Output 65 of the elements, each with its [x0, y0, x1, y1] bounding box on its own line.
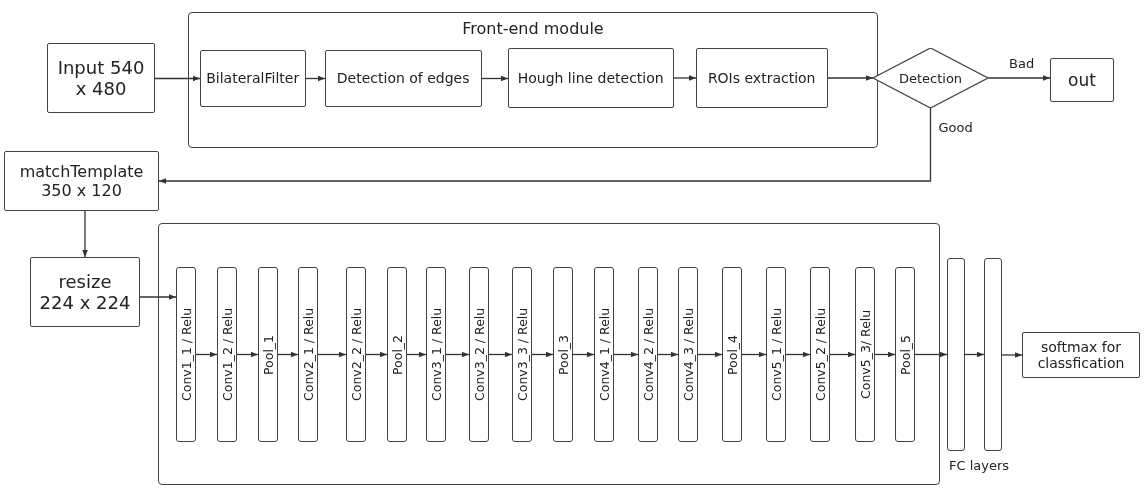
process-box: out: [1050, 58, 1114, 102]
layer-box: Conv3_1 / Relu: [425, 266, 446, 442]
process-box: Hough line detection: [507, 47, 674, 108]
process-box: softmax for classfication: [1022, 332, 1140, 378]
layer-box: Conv5_2 / Relu: [809, 266, 830, 442]
process-box: Detection of edges: [324, 49, 482, 107]
arrow: [657, 351, 679, 358]
arrow: [1001, 352, 1023, 358]
arrow: [365, 351, 388, 358]
layer-box: Conv2_2 / Relu: [345, 266, 366, 442]
arrow: [154, 75, 201, 82]
layer-box: Conv1_1 / Relu: [175, 266, 196, 442]
arrow: [158, 107, 932, 184]
layer-box: Conv5_3/ Relu: [854, 266, 875, 442]
arrow: [305, 75, 326, 82]
layer-box: Conv1_2 / Relu: [216, 266, 237, 442]
layer-box: Conv4_2 / Relu: [637, 266, 658, 442]
arrow: [914, 351, 948, 358]
group-label: FC layers: [949, 458, 1010, 473]
arrow: [829, 351, 856, 358]
layer-box: Pool_5: [894, 266, 915, 442]
layer-box: Conv2_1 / Relu: [297, 266, 318, 442]
arrow: [445, 351, 470, 358]
arrow: [987, 75, 1051, 81]
process-box: matchTemplate 350 x 120: [4, 151, 159, 211]
layer-box: Conv4_1 / Relu: [593, 266, 614, 442]
layer-box: Pool_1: [257, 266, 278, 442]
edge-label: Bad: [1007, 56, 1037, 71]
layer-box: Conv3_3 / Relu: [511, 266, 532, 442]
layer-box: Conv4_3 / Relu: [677, 266, 698, 442]
arrow: [874, 351, 896, 358]
arrow: [572, 351, 595, 358]
arrow: [697, 351, 723, 358]
arrow: [827, 75, 874, 81]
layer-box: Conv3_2 / Relu: [468, 266, 489, 442]
process-box: Input 540 x 480: [47, 43, 155, 113]
arrow: [613, 351, 639, 358]
layer-box: Pool_3: [552, 266, 573, 442]
arrow: [964, 351, 985, 358]
arrow: [277, 351, 299, 358]
arrow: [531, 351, 554, 358]
arrow: [785, 351, 811, 358]
layer-box: Conv5_1 / Relu: [765, 266, 786, 442]
layer-box: [947, 258, 965, 451]
module-box: [158, 223, 940, 485]
arrow: [236, 351, 259, 358]
arrow: [317, 351, 347, 358]
edge-label: Good: [936, 120, 975, 135]
arrow: [139, 294, 177, 300]
arrow: [488, 351, 513, 358]
arrow: [195, 351, 218, 358]
decision-diamond: Detection: [873, 48, 988, 108]
arrow: [481, 75, 509, 82]
process-box: resize 224 x 224: [30, 257, 140, 327]
layer-box: Pool_4: [721, 266, 742, 442]
process-box: BilateralFilter: [199, 49, 306, 107]
layer-box: Pool_2: [386, 266, 407, 442]
arrow: [741, 351, 767, 358]
layer-box: [984, 258, 1002, 451]
arrow: [82, 210, 88, 258]
process-box: ROIs extraction: [695, 47, 828, 108]
arrow: [673, 75, 697, 81]
module-title: Front-end module: [461, 19, 605, 38]
module-box: [188, 12, 878, 148]
arrow: [406, 351, 427, 358]
